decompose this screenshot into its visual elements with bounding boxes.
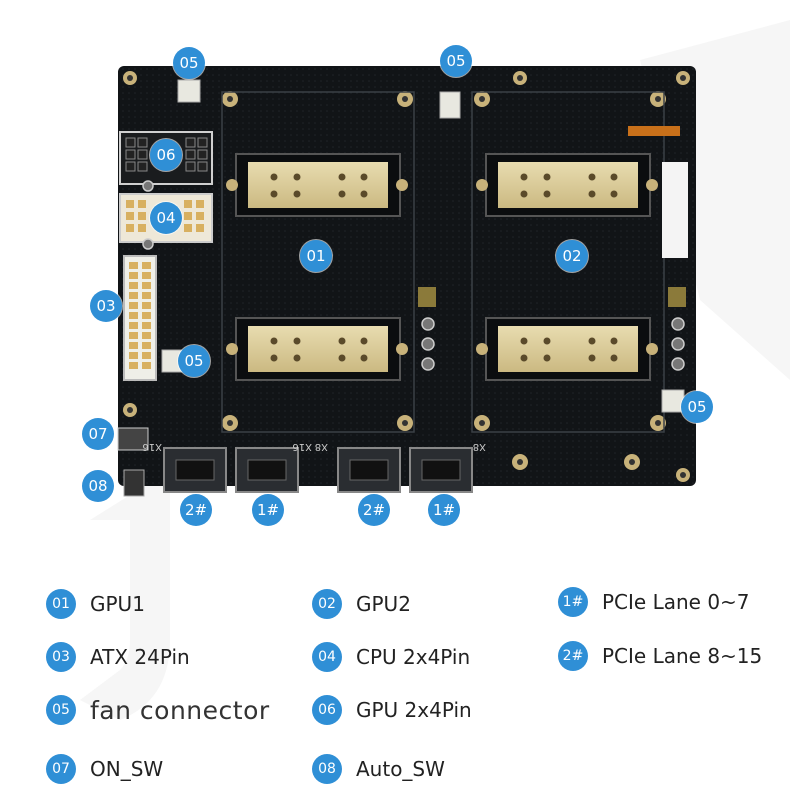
- mounting-holes: [123, 71, 690, 482]
- legend-label: GPU2: [356, 592, 411, 616]
- legend-label: ON_SW: [90, 757, 164, 781]
- legend-marker: 08: [312, 754, 342, 784]
- legend-label: PCIe Lane 0~7: [602, 590, 750, 614]
- marker-gpu1: 01: [300, 240, 332, 272]
- legend-label: Auto_SW: [356, 757, 445, 781]
- marker-fan-left: 05: [178, 345, 210, 377]
- pcie-cable-connectors: [163, 447, 473, 493]
- gpu1-outline: [221, 91, 415, 433]
- legend-marker: 04: [312, 642, 342, 672]
- marker-fan-right: 05: [681, 391, 713, 423]
- marker-lane-c: 2#: [358, 494, 390, 526]
- marker-auto-sw: 08: [82, 470, 114, 502]
- gpu1-slot-top: [226, 153, 408, 217]
- marker-gpu-power: 06: [150, 139, 182, 171]
- legend-item-cpu-power: 04 CPU 2x4Pin: [312, 642, 470, 672]
- silkscreen-x8-b: X8: [473, 441, 486, 452]
- legend-label: CPU 2x4Pin: [356, 645, 471, 669]
- legend-item-lane-8-15: 2# PCIe Lane 8~15: [558, 641, 762, 671]
- legend-marker: 03: [46, 642, 76, 672]
- marker-lane-a: 2#: [180, 494, 212, 526]
- legend-item-gpu1: 01 GPU1: [46, 589, 145, 619]
- legend-item-atx: 03 ATX 24Pin: [46, 642, 190, 672]
- legend-marker: 2#: [558, 641, 588, 671]
- marker-lane-b: 1#: [252, 494, 284, 526]
- marker-atx: 03: [90, 290, 122, 322]
- marker-gpu2: 02: [556, 240, 588, 272]
- gpu2-outline: [471, 91, 665, 433]
- legend-item-gpu2: 02 GPU2: [312, 589, 411, 619]
- legend-marker: 05: [46, 695, 76, 725]
- silkscreen-x16-a: X16: [142, 441, 162, 452]
- gpu2-slot-top: [476, 153, 658, 217]
- legend-label: GPU1: [90, 592, 145, 616]
- legend-label: GPU 2x4Pin: [356, 698, 472, 722]
- gpu1-slot-bottom: [226, 317, 408, 381]
- legend-item-lane-0-7: 1# PCIe Lane 0~7: [558, 587, 750, 617]
- switches: [117, 427, 149, 497]
- legend-item-auto-sw: 08 Auto_SW: [312, 754, 445, 784]
- gpu2-slot-bottom: [476, 317, 658, 381]
- legend-item-gpu-power: 06 GPU 2x4Pin: [312, 695, 472, 725]
- atx-24pin-connector: [123, 255, 157, 381]
- legend-label: ATX 24Pin: [90, 645, 190, 669]
- marker-cpu-power: 04: [150, 202, 182, 234]
- legend-item-fan: 05 fan connector: [46, 695, 270, 725]
- legend-label: PCIe Lane 8~15: [602, 644, 763, 668]
- legend-marker: 01: [46, 589, 76, 619]
- silkscreen-x8-a: X8: [315, 441, 328, 452]
- capacitors: [142, 180, 685, 371]
- legend-marker: 1#: [558, 587, 588, 617]
- legend-marker: 07: [46, 754, 76, 784]
- marker-lane-d: 1#: [428, 494, 460, 526]
- legend-marker: 02: [312, 589, 342, 619]
- silkscreen-x16-b: X16: [292, 441, 312, 452]
- marker-fan-top-mid: 05: [440, 45, 472, 77]
- legend-marker: 06: [312, 695, 342, 725]
- legend-item-on-sw: 07 ON_SW: [46, 754, 163, 784]
- marker-on-sw: 07: [82, 418, 114, 450]
- legend-label: fan connector: [90, 695, 270, 725]
- marker-fan-top-left: 05: [173, 47, 205, 79]
